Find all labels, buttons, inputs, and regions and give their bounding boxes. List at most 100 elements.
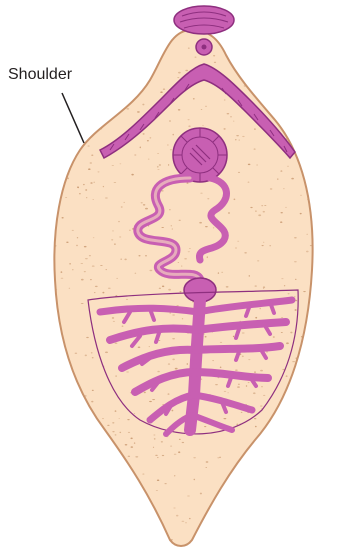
speckle <box>169 120 171 122</box>
speckle <box>170 149 172 150</box>
speckle <box>142 104 144 106</box>
speckle <box>248 359 250 360</box>
speckle <box>301 336 302 337</box>
speckle <box>140 147 141 149</box>
shoulder-label: Shoulder <box>8 66 72 84</box>
speckle <box>168 393 170 395</box>
speckle <box>263 288 264 289</box>
speckle <box>295 309 297 311</box>
speckle <box>91 155 93 156</box>
speckle <box>76 245 77 246</box>
speckle <box>75 353 78 354</box>
speckle <box>303 291 306 292</box>
speckle <box>281 317 283 318</box>
speckle <box>102 418 103 419</box>
speckle <box>177 77 179 78</box>
speckle <box>300 213 302 214</box>
speckle <box>124 259 126 261</box>
speckle <box>119 236 121 237</box>
speckle <box>287 166 288 167</box>
speckle <box>184 258 187 260</box>
speckle <box>194 479 196 480</box>
speckle <box>93 237 95 238</box>
speckle <box>244 252 247 253</box>
speckle <box>189 518 191 519</box>
speckle <box>55 289 57 290</box>
speckle <box>249 275 250 277</box>
speckle <box>161 441 163 443</box>
speckle <box>291 178 294 180</box>
speckle <box>164 483 166 484</box>
speckle <box>113 321 115 322</box>
speckle <box>115 375 116 376</box>
speckle <box>92 390 94 391</box>
speckle <box>261 245 263 246</box>
speckle <box>167 144 168 145</box>
speckle <box>188 125 190 127</box>
speckle <box>145 255 147 256</box>
speckle <box>87 146 89 147</box>
speckle <box>264 205 266 206</box>
speckle <box>215 384 218 385</box>
speckle <box>65 197 67 198</box>
speckle <box>306 251 309 253</box>
speckle <box>199 222 202 224</box>
speckle <box>175 368 178 370</box>
speckle <box>253 392 256 394</box>
speckle <box>90 279 92 280</box>
speckle <box>88 168 91 170</box>
speckle <box>200 493 202 495</box>
speckle <box>237 387 240 388</box>
speckle <box>294 261 297 262</box>
speckle <box>141 202 143 203</box>
speckle <box>157 153 159 154</box>
speckle <box>112 230 113 231</box>
speckle <box>105 351 108 353</box>
speckle <box>181 265 182 266</box>
speckle <box>230 116 232 117</box>
speckle <box>286 375 288 377</box>
speckle <box>148 159 150 160</box>
speckle <box>280 221 282 223</box>
speckle <box>187 363 188 365</box>
speckle <box>182 442 185 443</box>
speckle <box>149 270 152 271</box>
speckle <box>290 332 292 334</box>
speckle <box>137 111 140 112</box>
speckle <box>263 287 265 288</box>
speckle <box>193 457 196 458</box>
speckle <box>248 182 250 183</box>
speckle <box>258 214 261 216</box>
speckle <box>185 522 186 523</box>
speckle <box>172 410 174 412</box>
speckle <box>178 109 181 111</box>
speckle <box>102 292 104 294</box>
speckle <box>187 496 190 497</box>
speckle <box>147 140 149 141</box>
speckle <box>81 263 84 264</box>
speckle <box>292 361 295 362</box>
speckle <box>294 296 295 298</box>
speckle <box>126 299 128 300</box>
speckle <box>162 455 164 456</box>
speckle <box>200 193 202 194</box>
speckle <box>221 272 223 273</box>
speckle <box>219 457 221 458</box>
speckle <box>281 278 283 279</box>
speckle <box>115 343 118 344</box>
speckle <box>157 457 159 458</box>
speckle <box>108 288 111 289</box>
speckle <box>115 410 117 412</box>
speckle <box>285 207 287 208</box>
speckle <box>67 174 69 175</box>
speckle <box>106 269 107 270</box>
speckle <box>226 286 229 287</box>
speckle <box>260 405 262 406</box>
speckle <box>233 121 234 122</box>
speckle <box>284 285 285 286</box>
speckle <box>157 480 160 482</box>
speckle <box>91 401 93 403</box>
speckle <box>94 292 95 293</box>
speckle <box>69 263 71 265</box>
speckle <box>182 521 185 522</box>
